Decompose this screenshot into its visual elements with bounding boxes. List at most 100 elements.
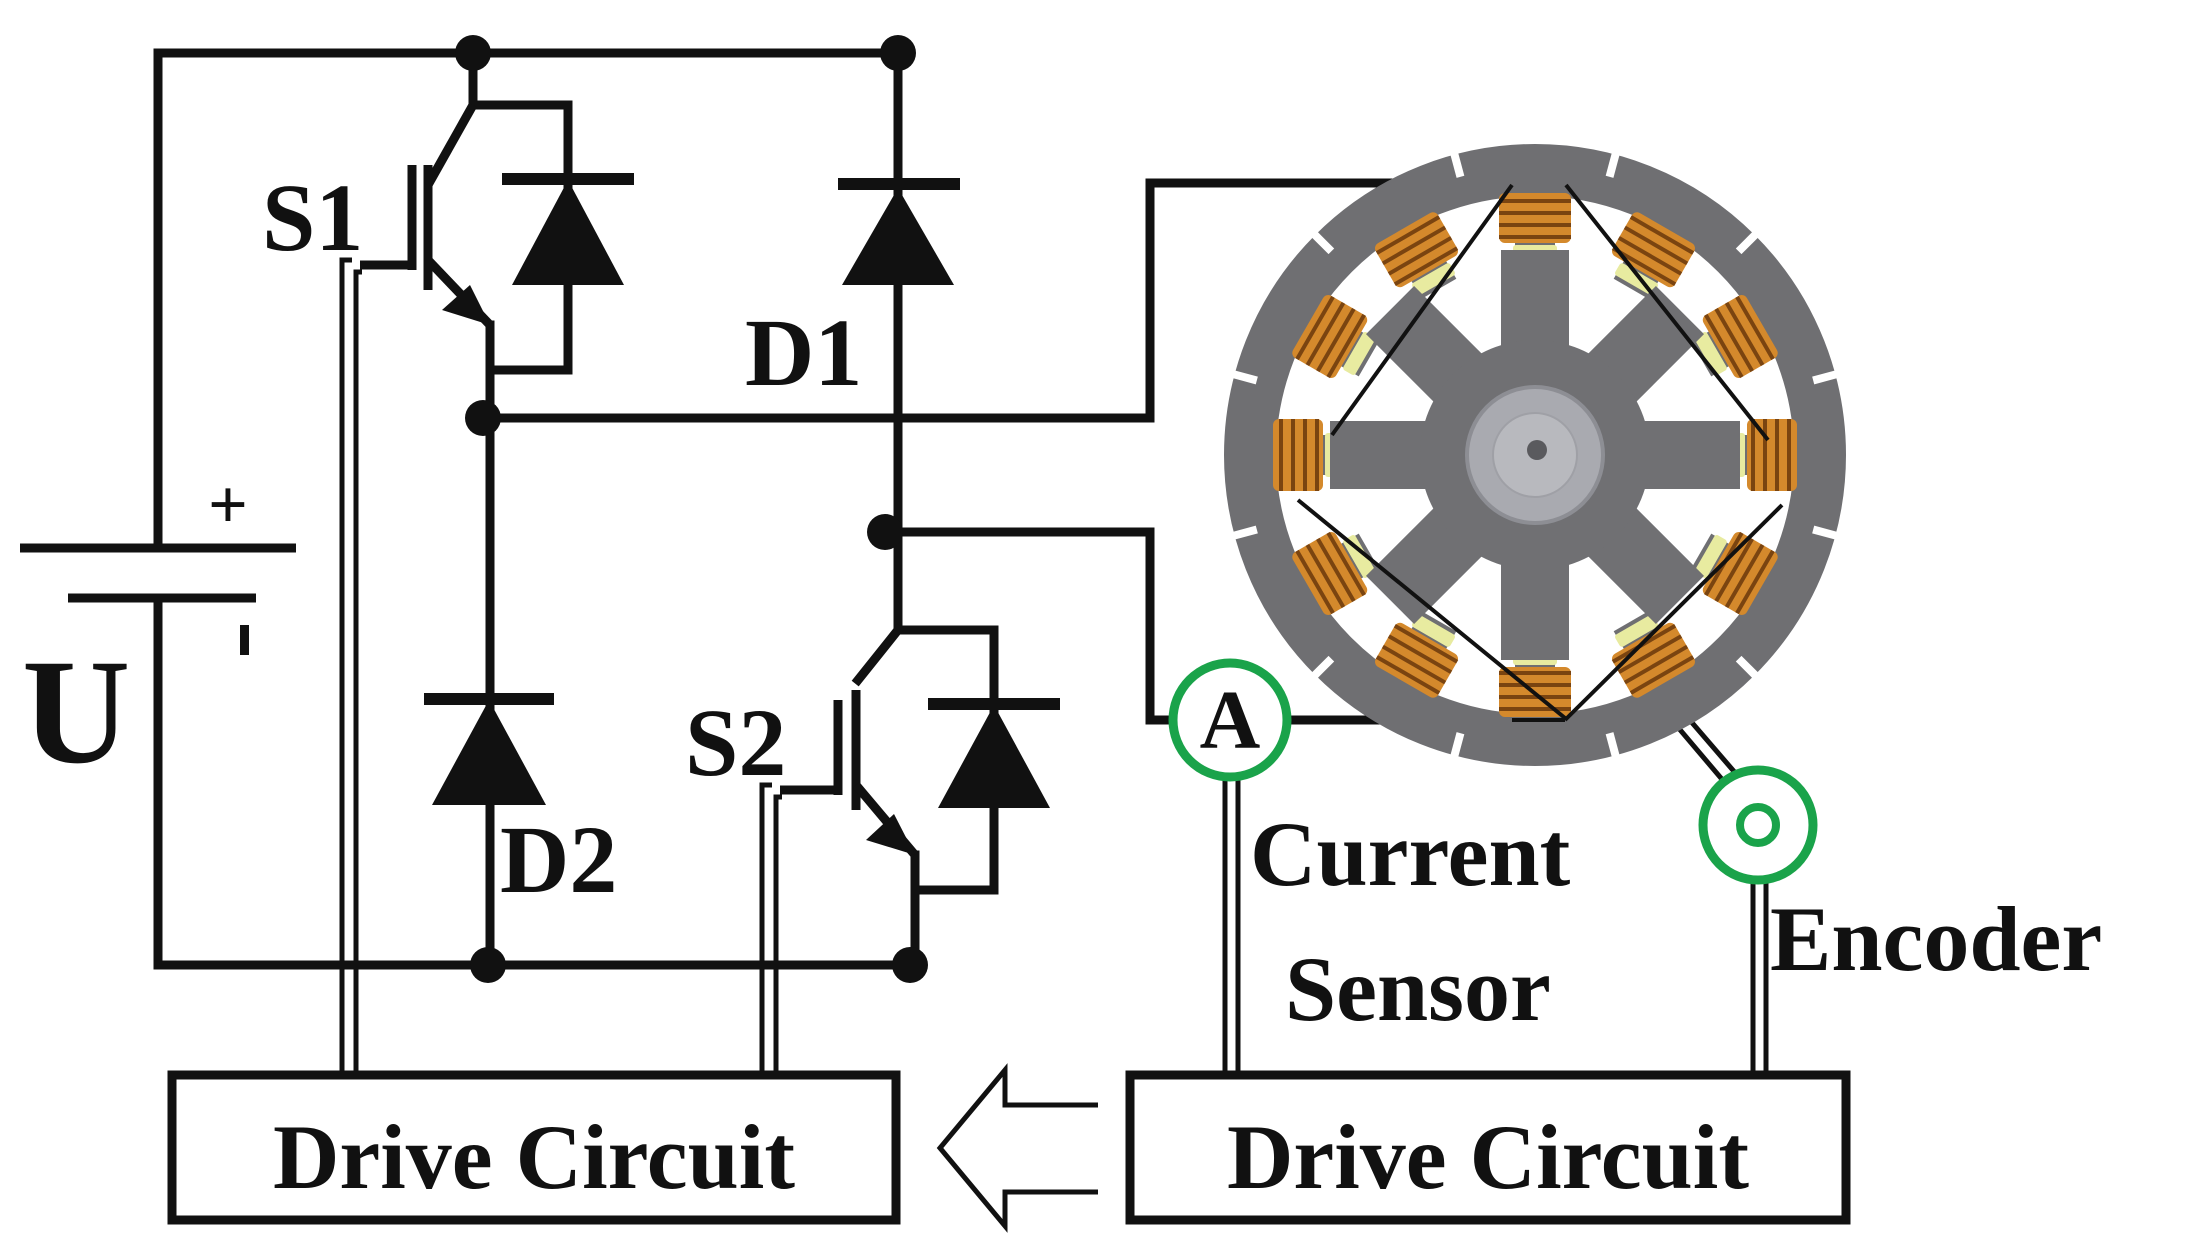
stator-pole <box>1273 419 1343 491</box>
coil-stripe <box>1787 419 1791 491</box>
stator-slot-gap <box>1735 655 1763 683</box>
coil-insulation <box>1343 332 1376 375</box>
switch-s1-label: S1 <box>262 164 363 271</box>
diode-bar <box>502 173 634 185</box>
stator-slot-gap <box>1448 732 1465 764</box>
stator-slot-gap <box>1448 146 1465 178</box>
winding-line <box>1330 183 1514 437</box>
coil-stripe <box>1499 683 1571 687</box>
stator-ring <box>1224 144 1846 766</box>
coil-stripe <box>1499 199 1571 203</box>
stator-slot-gap <box>1226 525 1258 542</box>
coil-stripe <box>1617 236 1683 276</box>
stator-slot-gap <box>1735 227 1763 255</box>
coil-stripe <box>1305 301 1346 367</box>
coil-stripe <box>1629 215 1695 255</box>
current-sensor-label-line1: Current <box>1250 803 1571 905</box>
stator-slot-gap <box>1812 525 1844 542</box>
stator-pole <box>1691 531 1778 615</box>
diode-triangle <box>842 188 954 285</box>
stator-slot-gap <box>1605 732 1622 764</box>
drive-circuit-left-label: Drive Circuit <box>273 1106 795 1208</box>
drive-circuit-right-label: Drive Circuit <box>1227 1106 1749 1208</box>
coil-stripe <box>1623 225 1689 266</box>
winding-line <box>1563 503 1784 722</box>
s1-antiparallel-diode <box>502 173 634 285</box>
coil-stripe <box>1499 707 1571 711</box>
s2-gate-signal-line <box>773 794 782 1075</box>
coil-stripe <box>1291 419 1295 491</box>
coil-stripe <box>1499 223 1571 227</box>
junction-dot <box>892 947 928 983</box>
coil-insulation <box>1694 535 1727 578</box>
coil <box>1499 193 1571 243</box>
s2-collector-diag <box>851 623 905 687</box>
diode-d1 <box>838 178 960 285</box>
coil-stripe <box>1375 655 1441 695</box>
dc-supply <box>20 543 296 603</box>
coil-stripe <box>1724 543 1765 609</box>
coil-stripe <box>1326 531 1366 597</box>
coil-stripe <box>1381 644 1447 685</box>
s1-emitter-arrow <box>442 285 490 325</box>
coil-stripe <box>1305 543 1346 609</box>
winding-connections <box>1296 183 1784 722</box>
stator-pole <box>1292 295 1379 379</box>
coil-stripe <box>1499 211 1571 215</box>
diode-d2-label: D2 <box>500 806 617 913</box>
diode-bar <box>838 178 960 190</box>
stator-slot-gap <box>1307 655 1335 683</box>
coil-insulation <box>1615 614 1658 647</box>
coil <box>1747 419 1797 491</box>
s1-collector-diagonal <box>424 102 477 188</box>
rotor-tooth <box>1330 421 1440 489</box>
stator-pole <box>1611 611 1695 698</box>
s2-gate-signal-line <box>759 782 772 1075</box>
junction-dot <box>455 35 491 71</box>
motor <box>1224 144 1846 766</box>
s1-gate-signal-line <box>353 269 362 1075</box>
coil-stripe <box>1387 634 1453 674</box>
shaft-center <box>1527 440 1547 460</box>
ammeter-label: A <box>1200 674 1261 767</box>
switch-s2-label: S2 <box>685 689 786 796</box>
encoder-inner-ring <box>1736 803 1780 847</box>
coil-stripe <box>1714 307 1754 373</box>
signal-arrow-icon <box>936 1063 1098 1233</box>
stator-poles <box>1273 193 1797 717</box>
coil-stripe <box>1724 301 1765 367</box>
ammeter-ring <box>1168 658 1292 782</box>
encoder-label: Encoder <box>1770 888 2102 990</box>
coil-insulation <box>1412 263 1455 296</box>
diode-triangle <box>512 180 624 285</box>
coil-stripe <box>1303 419 1307 491</box>
stator-slot-gap <box>1307 227 1335 255</box>
diode-bar <box>424 693 554 705</box>
supply-voltage-label: U <box>22 629 130 795</box>
coil-stripe <box>1499 671 1571 675</box>
diode-bar <box>928 698 1060 710</box>
coil-stripe <box>1751 419 1755 491</box>
winding-line <box>1296 498 1567 720</box>
switch-s1 <box>360 102 494 329</box>
coil-stripe <box>1387 236 1453 276</box>
coil-stripe <box>1316 537 1356 603</box>
stator-slot-gap <box>1812 368 1844 385</box>
coil-stripe <box>1499 695 1571 699</box>
coil-stripe <box>1735 549 1775 615</box>
coil-stripe <box>1381 225 1447 266</box>
diode-d1-label: D1 <box>745 299 862 406</box>
coil-stripe <box>1393 624 1459 664</box>
coil-stripe <box>1499 235 1571 239</box>
coil-stripe <box>1295 549 1335 615</box>
coil-stripe <box>1393 246 1459 286</box>
diode-d2 <box>424 693 554 805</box>
stator-slot-gap <box>1605 146 1622 178</box>
coil-stripe <box>1775 419 1779 491</box>
junction-dot <box>880 35 916 71</box>
stator-pole <box>1292 531 1379 615</box>
junction-dot <box>470 947 506 983</box>
supply-plus-label: + <box>208 467 248 544</box>
coil <box>1273 419 1323 491</box>
coil-stripe <box>1623 644 1689 685</box>
